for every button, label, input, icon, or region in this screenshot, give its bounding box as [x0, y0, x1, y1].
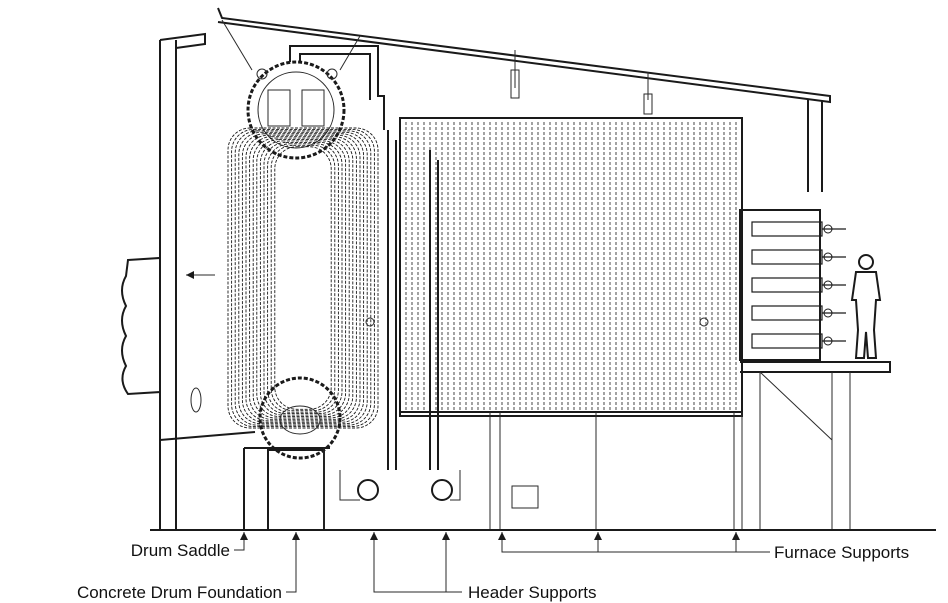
person-figure [850, 254, 882, 359]
generating-tube-bank [227, 127, 379, 429]
tube-loop [263, 141, 343, 415]
tube-loop [256, 139, 350, 417]
tube-loop [234, 130, 372, 426]
tube-loop [270, 144, 336, 412]
furnace [365, 117, 743, 417]
burner [751, 305, 823, 321]
downcomers [339, 130, 461, 501]
tube-loop [241, 133, 365, 423]
tube-loop [274, 146, 332, 410]
steam-drum [221, 19, 361, 160]
burner-valve [823, 336, 833, 346]
burner [751, 221, 823, 237]
leader-lines [234, 532, 770, 593]
boiler-casing [159, 7, 831, 530]
burner [751, 333, 823, 349]
side-duct [121, 256, 215, 413]
tube-loop [267, 143, 339, 413]
burner-front [739, 209, 891, 530]
burner [751, 277, 823, 293]
concrete-drum-foundation-label: Concrete Drum Foundation [77, 583, 282, 602]
tube-loop [227, 127, 379, 429]
burner-valve [823, 308, 833, 318]
tube-loop [249, 136, 357, 420]
mud-drum [258, 376, 342, 460]
burner-valve [823, 224, 833, 234]
supports [150, 412, 936, 531]
tube-loop [238, 131, 368, 425]
tube-loop [259, 140, 347, 416]
burner-valve [823, 252, 833, 262]
tube-loop [252, 137, 354, 419]
tube-loop [231, 128, 375, 428]
burner [751, 249, 823, 265]
tube-loop [245, 134, 361, 422]
burner-valve [823, 280, 833, 290]
riser-piping [289, 45, 653, 130]
drum-saddle-label: Drum Saddle [131, 541, 230, 560]
header-supports-label: Header Supports [468, 583, 597, 602]
furnace-supports-label: Furnace Supports [774, 543, 909, 562]
